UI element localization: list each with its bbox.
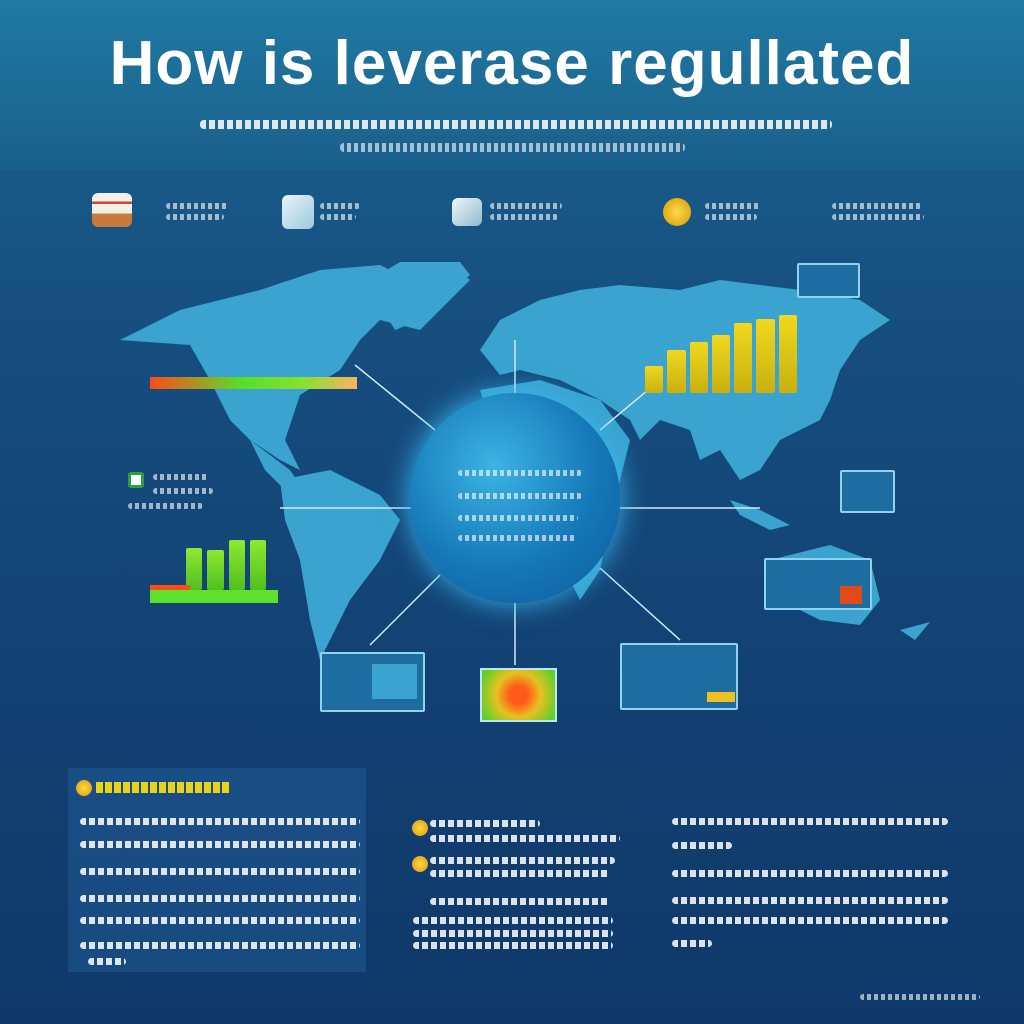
icon-caption — [705, 214, 757, 220]
text-line — [430, 870, 610, 877]
info-box — [840, 470, 895, 513]
screen-panel — [764, 558, 872, 610]
info-box — [797, 263, 860, 298]
text-line — [413, 917, 613, 924]
text-line — [430, 857, 615, 864]
text-line — [672, 917, 948, 924]
label-line — [128, 503, 203, 509]
text-line — [430, 898, 610, 905]
screen-panel — [620, 643, 738, 710]
text-line — [88, 958, 126, 965]
icon-caption — [832, 214, 924, 220]
footer-text — [860, 994, 980, 1000]
new-zealand — [900, 622, 930, 640]
icon-caption — [490, 214, 558, 220]
bar — [207, 550, 224, 590]
bar — [645, 365, 664, 393]
connector-line — [369, 574, 441, 646]
text-line — [672, 897, 948, 904]
coin-icon — [412, 856, 428, 872]
text-line — [80, 895, 360, 902]
text-line — [430, 835, 620, 842]
screen-panel — [320, 652, 425, 712]
bar — [249, 540, 266, 590]
bar — [756, 318, 775, 393]
bar — [711, 334, 731, 393]
coin-icon — [76, 780, 92, 796]
icon-caption — [320, 203, 360, 209]
header-band — [0, 0, 1024, 170]
indonesia — [730, 500, 790, 530]
heatmap-panel — [480, 668, 557, 722]
yellow-bar-chart — [645, 315, 797, 393]
subtitle-line — [340, 143, 685, 152]
text-line — [430, 820, 540, 827]
text-line — [80, 868, 360, 875]
bar — [186, 547, 203, 590]
bar — [778, 315, 797, 393]
green-bar-chart — [186, 540, 266, 590]
shield-icon — [128, 472, 144, 488]
bar — [734, 322, 753, 393]
globe-text-line — [458, 470, 582, 476]
card-icon — [452, 198, 482, 226]
icon-caption — [705, 203, 761, 209]
greenland — [370, 262, 470, 330]
text-line — [80, 818, 360, 825]
subtitle-line — [200, 120, 832, 129]
icon-caption — [490, 203, 562, 209]
icon-caption — [166, 203, 228, 209]
text-line — [672, 842, 732, 849]
icon-caption — [832, 203, 922, 209]
text-line — [672, 940, 712, 947]
document-pen-icon — [282, 195, 314, 229]
globe-text-line — [458, 493, 582, 499]
south-america — [280, 470, 400, 660]
section-heading — [96, 782, 231, 793]
gold-coin-icon — [663, 198, 691, 226]
globe-text-line — [458, 515, 578, 521]
page-title: How is leverase regullated — [109, 29, 915, 98]
icon-caption — [166, 214, 224, 220]
globe-text-line — [458, 535, 576, 541]
text-line — [80, 917, 360, 924]
label-line — [153, 488, 213, 494]
green-base-bar — [150, 590, 278, 603]
bar — [667, 350, 686, 393]
bar — [689, 342, 708, 393]
bar — [228, 540, 245, 590]
connector-line — [354, 364, 436, 431]
text-line — [80, 841, 360, 848]
red-bar — [150, 585, 190, 591]
connector-line — [599, 567, 681, 641]
icon-caption — [320, 214, 356, 220]
text-line — [413, 942, 613, 949]
leverage-gradient-bar — [150, 377, 357, 389]
coin-icon — [412, 820, 428, 836]
text-line — [413, 930, 613, 937]
text-line — [672, 818, 948, 825]
text-line — [672, 870, 948, 877]
north-america — [120, 265, 470, 470]
book-stack-icon — [92, 193, 132, 227]
label-line — [153, 474, 208, 480]
text-line — [80, 942, 360, 949]
